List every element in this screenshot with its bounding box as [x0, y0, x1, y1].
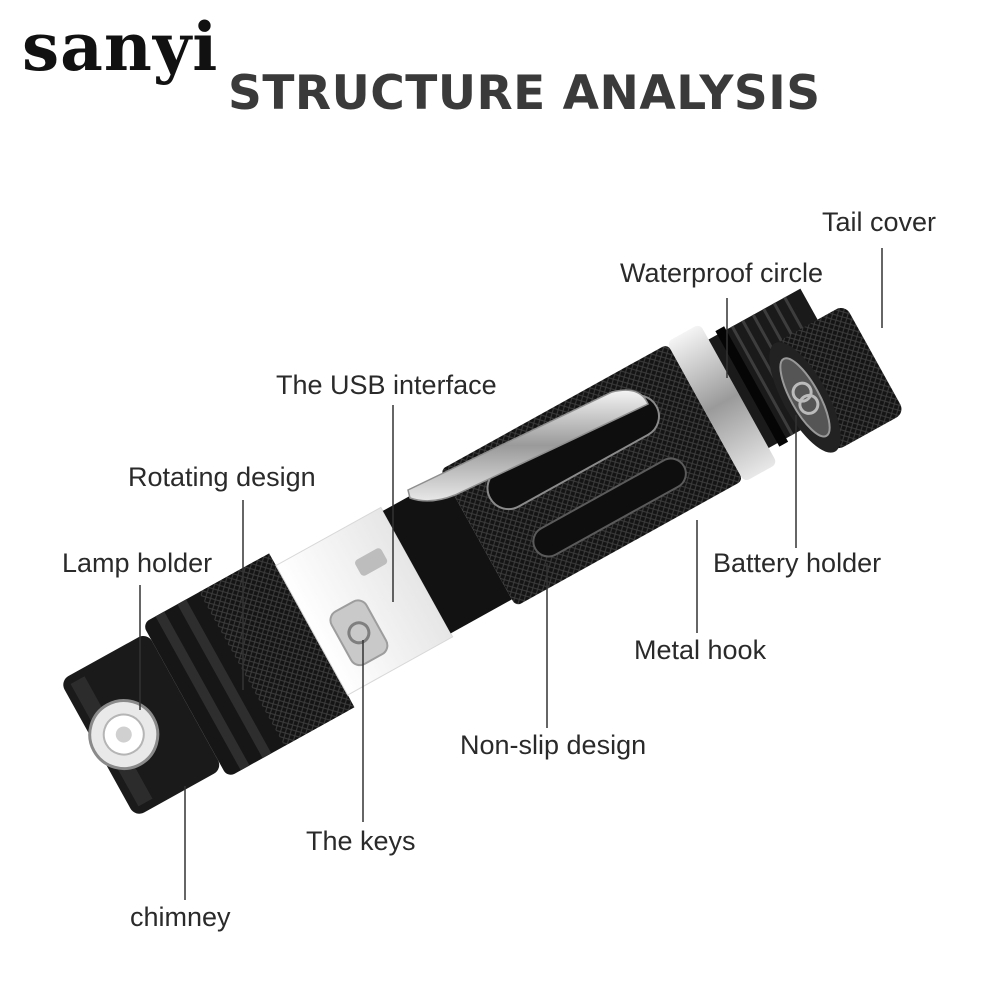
metal-ring: [668, 325, 776, 480]
waterproof-ring: [715, 326, 789, 447]
label-waterproof-circle: Waterproof circle: [620, 258, 824, 288]
barrel: [442, 346, 742, 605]
page-title: STRUCTURE ANALYSIS: [228, 66, 821, 121]
label-battery-holder: Battery holder: [713, 548, 882, 578]
leader-lines: [139, 248, 883, 900]
label-lamp-holder: Lamp holder: [62, 548, 213, 578]
label-usb-interface: The USB interface: [276, 370, 497, 400]
label-the-keys: The keys: [306, 826, 416, 856]
label-tail-cover: Tail cover: [822, 207, 937, 237]
label-non-slip-design: Non-slip design: [460, 730, 647, 760]
rotating-knurl: [199, 553, 355, 747]
brand-logo: sanyi: [22, 8, 219, 86]
power-key: [329, 599, 389, 667]
usb-port: [355, 548, 388, 576]
pocket-clip: [407, 389, 649, 502]
label-metal-hook: Metal hook: [634, 635, 767, 665]
label-chimney: chimney: [130, 902, 231, 932]
flashlight-body: [63, 288, 861, 814]
tail-cap: [769, 307, 902, 453]
label-rotating-design: Rotating design: [128, 462, 316, 492]
